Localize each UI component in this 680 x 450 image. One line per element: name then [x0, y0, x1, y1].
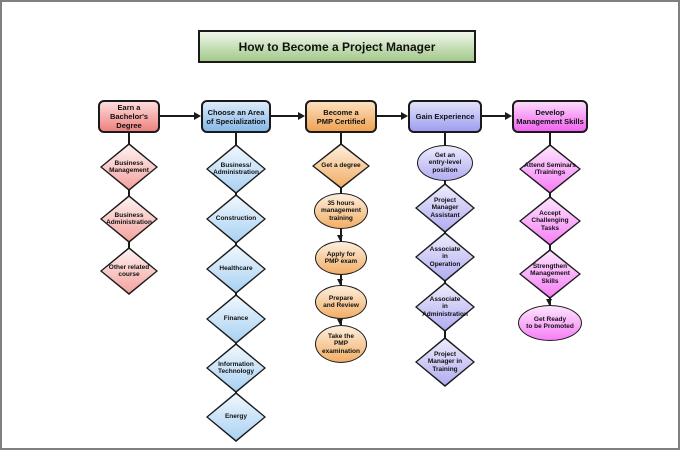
step-business-management: Business Management: [100, 143, 158, 191]
step-project-manager-in-training: Project Manager in Training: [415, 337, 475, 387]
step-label: Business Administration: [106, 211, 152, 226]
step-information-technology: Information Technology: [206, 343, 266, 393]
column-header-management-skills: Develop Management Skills: [512, 100, 588, 133]
step-strengthen-management-skills: Strengthen Management Skills: [519, 249, 581, 299]
step-label: Healthcare: [219, 265, 253, 273]
step-label: Prepare and Review: [323, 294, 359, 309]
step-label: Energy: [224, 413, 248, 421]
column-header-earn-degree: Earn a Bachelor's Degree: [98, 100, 160, 133]
step-label: Project Manager in Training: [427, 350, 463, 373]
flowchart-title: How to Become a Project Manager: [198, 30, 476, 63]
step-label: Business Management: [109, 159, 149, 174]
step-get-a-degree: Get a degree: [312, 143, 370, 189]
connector-line: [271, 115, 300, 117]
step-label: Information Technology: [218, 360, 254, 375]
step-label: Associate in Operation: [429, 245, 461, 268]
step-label: Business/ Administration: [213, 161, 259, 176]
step-label: Finance: [223, 315, 249, 323]
flowchart-title-label: How to Become a Project Manager: [238, 39, 436, 54]
step-associate-in-operation: Associate in Operation: [415, 232, 475, 282]
arrow-right-icon: [194, 112, 201, 120]
step-label: 35 hours management training: [320, 199, 362, 222]
step-label: Apply for PMP exam: [324, 250, 358, 265]
connector-line: [340, 133, 342, 325]
step-label: Take the PMP examination: [322, 332, 360, 355]
step-associate-in-administration: Associate in Administration: [415, 282, 475, 332]
step-35-hours-training: 35 hours management training: [314, 193, 368, 229]
step-prepare-and-review: Prepare and Review: [315, 285, 367, 319]
step-label: Get Ready to be Promoted: [526, 315, 574, 330]
step-label: Get a degree: [321, 162, 361, 170]
column-header-label: Gain Experience: [415, 112, 475, 121]
step-healthcare: Healthcare: [206, 244, 266, 294]
column-header-specialization: Choose an Area of Specialization: [201, 100, 271, 133]
step-project-manager-assistant: Project Manager Assistant: [415, 183, 475, 233]
step-get-ready-to-be-promoted: Get Ready to be Promoted: [518, 305, 582, 341]
arrow-down-icon: [546, 299, 552, 305]
step-label: Other related course: [108, 263, 150, 278]
step-label: Attend Seminars /Trainings: [524, 161, 576, 176]
connector-line: [377, 115, 403, 117]
step-label: Construction: [215, 215, 257, 223]
step-label: Associate in Administration: [422, 295, 468, 318]
step-energy: Energy: [206, 392, 266, 442]
step-business-administration-area: Business/ Administration: [206, 144, 266, 194]
arrow-right-icon: [401, 112, 408, 120]
arrow-down-icon: [337, 235, 343, 241]
column-header-label: Become a PMP Certified: [316, 107, 366, 126]
step-other-related-course: Other related course: [100, 247, 158, 295]
column-header-label: Earn a Bachelor's Degree: [109, 103, 149, 130]
step-construction: Construction: [206, 194, 266, 244]
step-finance: Finance: [206, 294, 266, 344]
arrow-right-icon: [298, 112, 305, 120]
arrow-down-icon: [337, 319, 343, 325]
step-label: Project Manager Assistant: [430, 196, 460, 219]
column-header-gain-experience: Gain Experience: [408, 100, 482, 133]
arrow-down-icon: [337, 279, 343, 285]
column-header-pmp-certification: Become a PMP Certified: [305, 100, 377, 133]
connector-line: [160, 115, 196, 117]
column-header-label: Develop Management Skills: [516, 107, 584, 126]
arrow-down-icon: [505, 112, 512, 120]
step-apply-for-pmp-exam: Apply for PMP exam: [315, 241, 367, 275]
step-label: Strengthen Management Skills: [530, 262, 570, 285]
connector-line: [482, 115, 507, 117]
column-header-label: Choose an Area of Specialization: [206, 107, 266, 126]
step-take-pmp-examination: Take the PMP examination: [315, 325, 367, 363]
step-label: Get an entry-level position: [428, 151, 462, 174]
step-attend-seminars-trainings: Attend Seminars /Trainings: [519, 144, 581, 194]
step-business-administration: Business Administration: [100, 195, 158, 243]
step-label: Accept Challenging Tasks: [531, 209, 569, 232]
step-accept-challenging-tasks: Accept Challenging Tasks: [519, 196, 581, 246]
step-entry-level-position: Get an entry-level position: [417, 145, 473, 181]
